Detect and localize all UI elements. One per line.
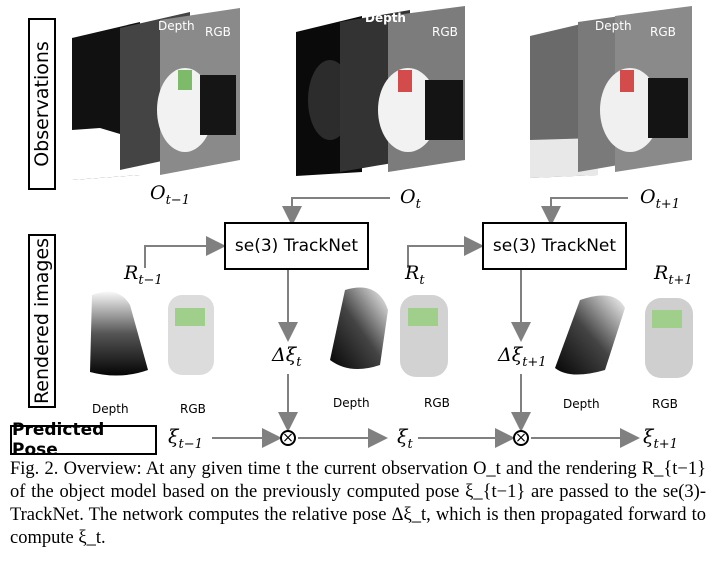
- render3-depth-label: Depth: [563, 397, 600, 411]
- tracknet-box-1: se(3) TrackNet: [224, 222, 369, 270]
- figure-caption: Fig. 2. Overview: At any given time t th…: [10, 459, 706, 548]
- label-xi-t: ξt: [397, 426, 413, 452]
- label-xi-t-minus-1: ξt−1: [168, 426, 203, 452]
- flow-arrows: [144, 197, 640, 448]
- observation-t-plus-1: [530, 6, 692, 178]
- render3-rgb-label: RGB: [652, 397, 678, 411]
- render2-depth-label: Depth: [333, 396, 370, 410]
- label-r-t-plus-1: Rt+1: [654, 262, 693, 288]
- tracknet-box-2: se(3) TrackNet: [482, 222, 627, 270]
- render1-depth-label: Depth: [92, 402, 129, 416]
- observation-t-minus-1: [72, 8, 240, 180]
- label-delta-xi-t: Δξt: [272, 344, 302, 370]
- obs3-rgb-label: RGB: [650, 25, 676, 39]
- obs3-depth-label: Depth: [595, 19, 632, 33]
- label-r-t-minus-1: Rt−1: [124, 262, 163, 288]
- observation-images: Depth RGB Depth RGB Depth RGB: [72, 6, 692, 180]
- render2-rgb-label: RGB: [424, 396, 450, 410]
- compose-node-1: ×: [280, 430, 296, 446]
- render-depth-1: [90, 291, 148, 376]
- label-o-t: Ot: [400, 186, 421, 212]
- obs1-rgb-label: RGB: [205, 25, 231, 39]
- label-delta-xi-t-plus-1: Δξt+1: [498, 344, 547, 370]
- predicted-pose-label: Predicted Pose: [10, 420, 157, 460]
- label-xi-t-plus-1: ξt+1: [643, 426, 678, 452]
- render-rgb-2: [400, 295, 448, 377]
- obs2-rgb-label: RGB: [432, 25, 458, 39]
- render-rgb-3: [645, 298, 693, 378]
- render1-rgb-label: RGB: [180, 402, 206, 416]
- render-depth-3: [555, 295, 625, 375]
- label-r-t: Rt: [405, 262, 425, 288]
- label-o-t-minus-1: Ot−1: [150, 182, 190, 208]
- render-rgb-1: [168, 295, 214, 375]
- label-o-t-plus-1: Ot+1: [640, 186, 680, 212]
- observations-label: Observations: [28, 18, 56, 190]
- observation-t: [296, 6, 465, 176]
- rendered-images: [90, 287, 693, 378]
- obs1-depth-label: Depth: [158, 19, 195, 33]
- compose-node-2: ×: [513, 430, 529, 446]
- rendered-images-label: Rendered images: [28, 234, 56, 408]
- obs2-depth-label: Depth: [365, 11, 406, 25]
- render-depth-2: [330, 287, 388, 369]
